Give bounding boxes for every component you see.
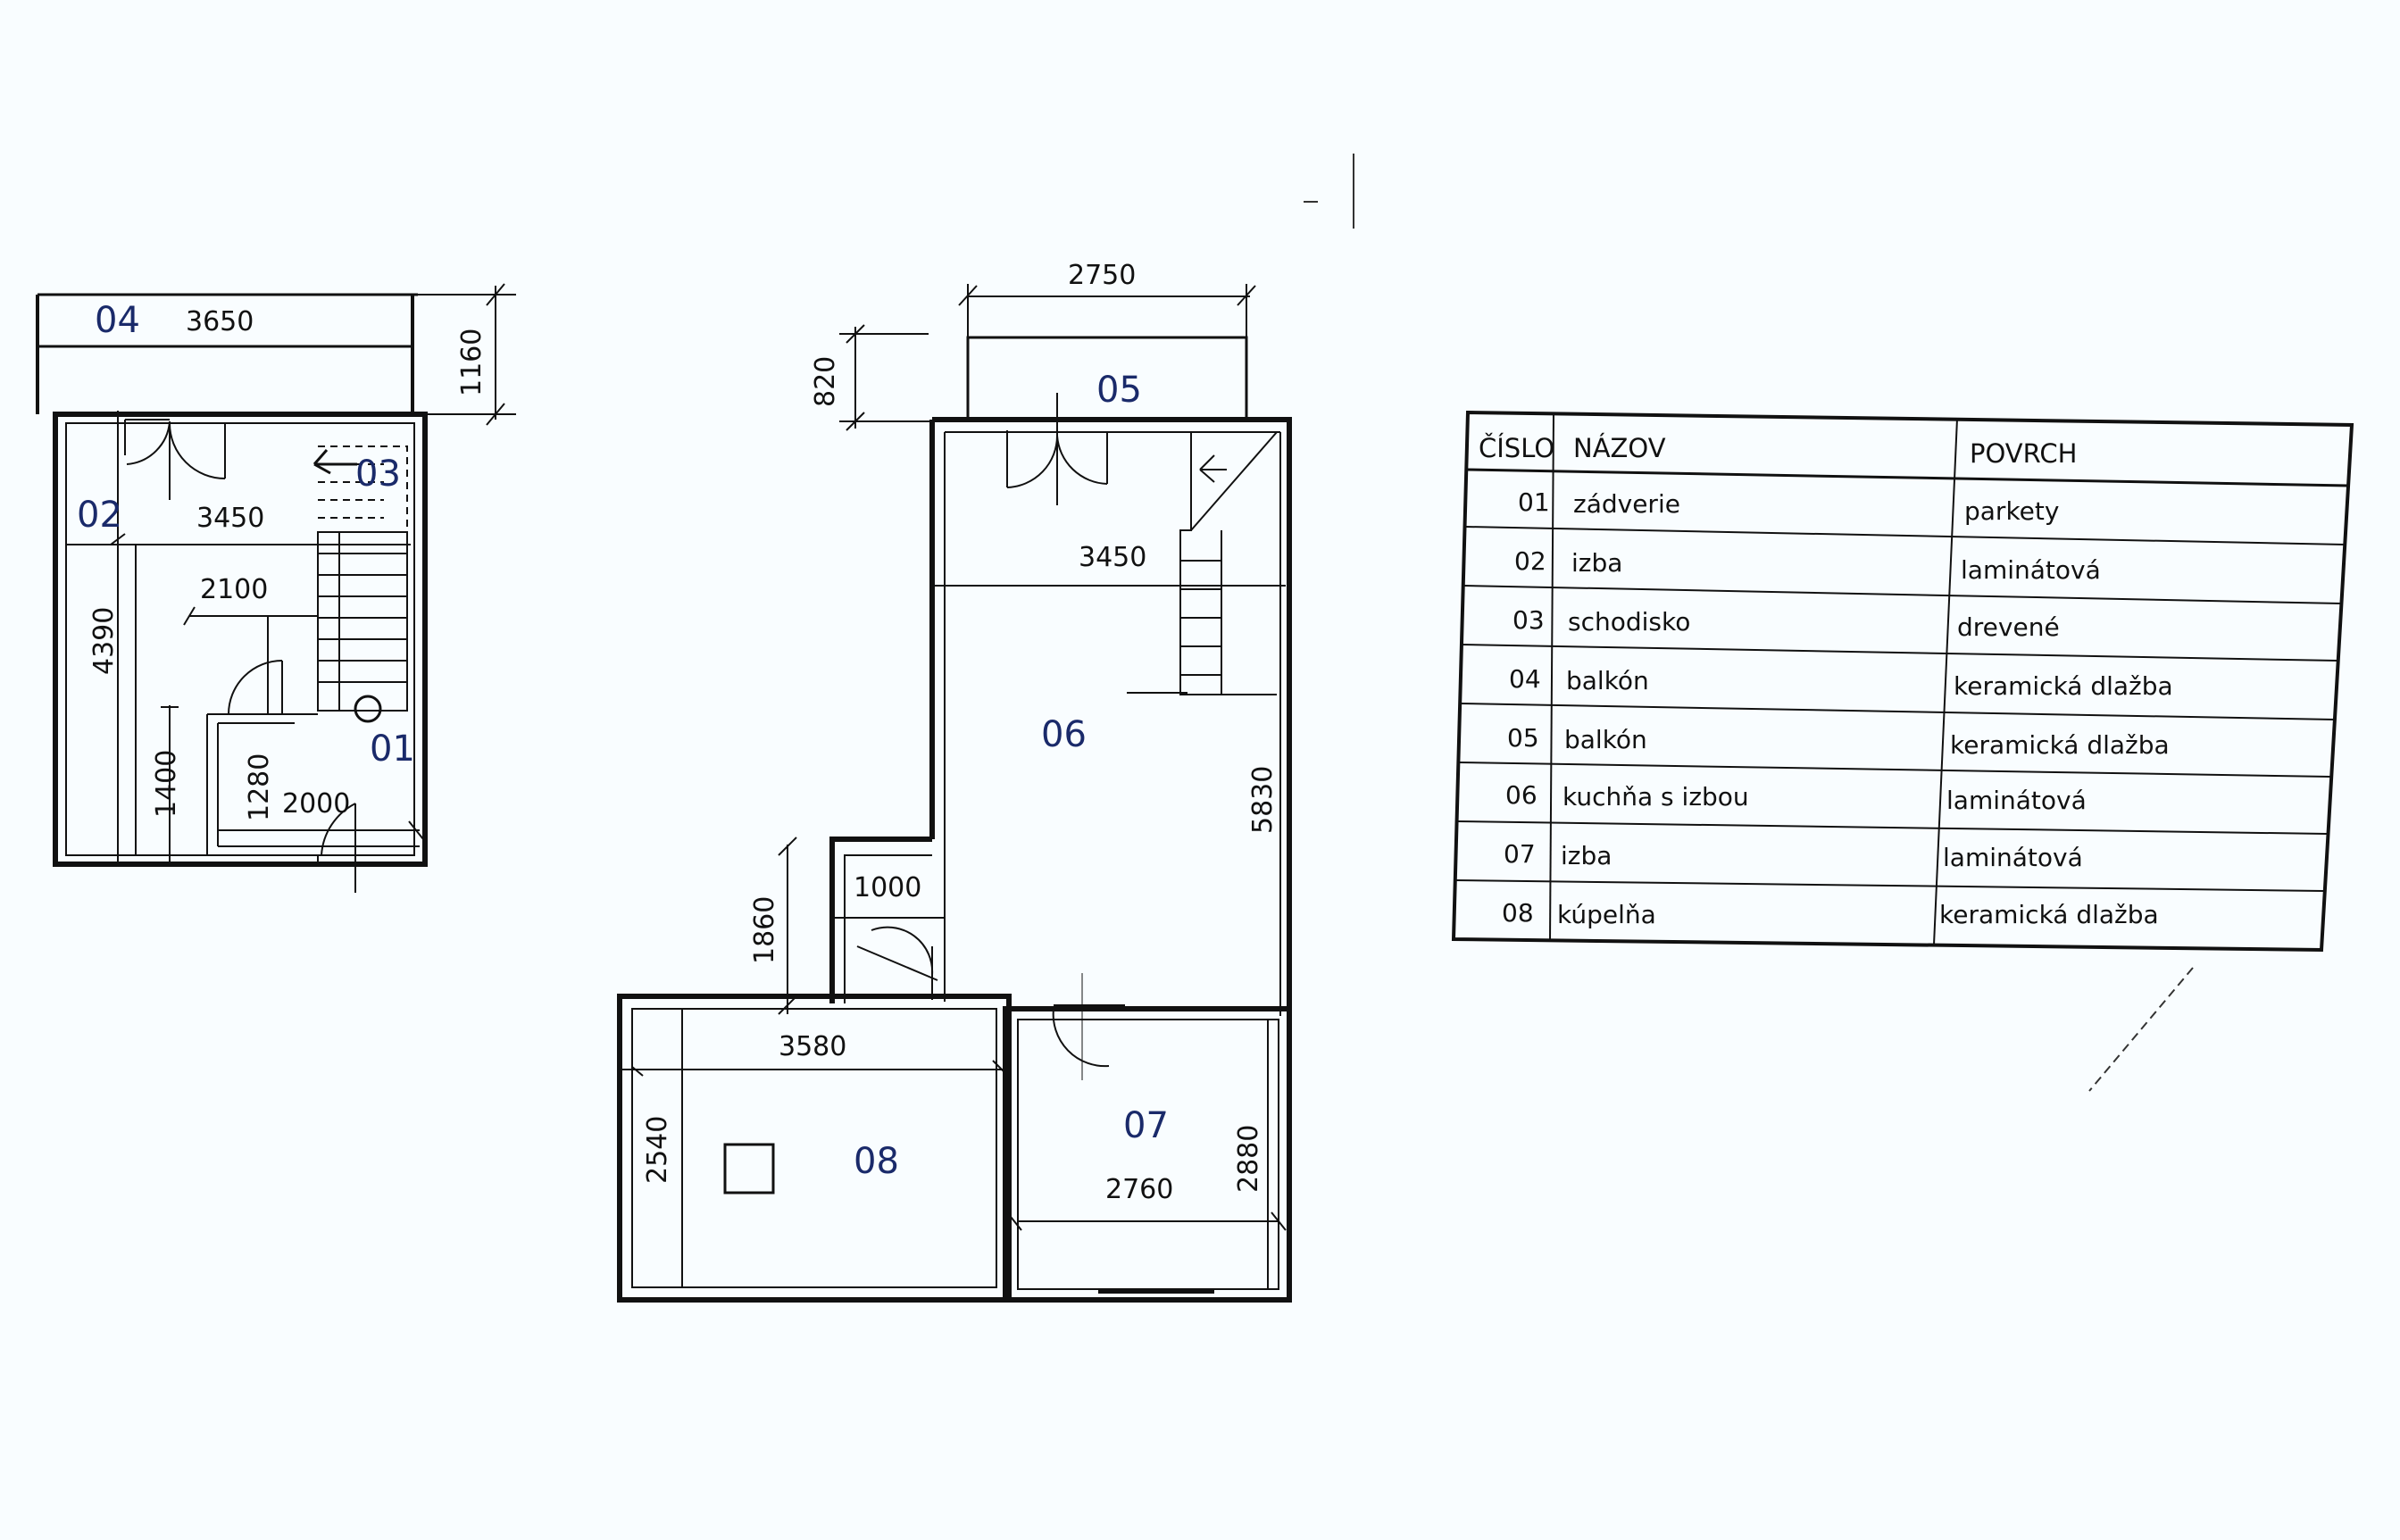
legend-surface: keramická dlažba (1954, 671, 2173, 701)
dim-room02-depth: 4390 (88, 607, 120, 675)
legend-name: balkón (1566, 666, 1649, 695)
left-plan (36, 283, 516, 893)
legend-name: izba (1561, 841, 1612, 870)
legend-number: 08 (1502, 898, 1534, 928)
stairs-middle (1127, 431, 1278, 695)
legend-header-number: ČÍSLO (1479, 433, 1554, 463)
dim-balcony05-depth: 820 (810, 356, 841, 407)
room-number-01: 01 (370, 728, 415, 770)
dim-room07-depth: 2880 (1233, 1125, 1264, 1193)
legend-surface: drevené (1957, 612, 2060, 642)
legend-row: 02 izba laminátová (1514, 546, 2101, 585)
legend-surface: laminátová (1961, 555, 2101, 585)
dim-room07-width: 2760 (1105, 1174, 1173, 1205)
door-room-06 (1006, 393, 1108, 505)
legend-number: 04 (1509, 664, 1541, 694)
room-number-08: 08 (854, 1141, 899, 1182)
middle-plan (617, 284, 1292, 1303)
balcony-04 (36, 293, 418, 414)
legend-number: 07 (1504, 839, 1536, 869)
legend-surface: parkety (1964, 496, 2059, 526)
dim-balcony04-width: 3650 (186, 306, 254, 337)
legend-number: 05 (1507, 723, 1539, 753)
dimension-1860 (778, 837, 797, 1015)
legend-number: 02 (1514, 546, 1546, 576)
legend-row: 05 balkón keramická dlažba (1507, 723, 2170, 760)
dim-balcony04-depth: 1160 (456, 329, 488, 396)
pen-marks (1304, 154, 2194, 1092)
legend-number: 01 (1518, 487, 1550, 517)
legend-name: kúpelňa (1557, 900, 1656, 929)
room-number-07: 07 (1123, 1105, 1169, 1146)
legend-header-surface: POVRCH (1970, 438, 2077, 469)
legend-header-name: NÁZOV (1573, 433, 1666, 463)
legend-name: zádverie (1573, 489, 1680, 519)
room-08-walls (617, 994, 1012, 1303)
dim-room08-width: 3580 (779, 1031, 846, 1062)
dim-room02-width: 3450 (196, 503, 264, 534)
legend-row: 03 schodisko drevené (1512, 605, 2060, 642)
hall-partitions (161, 606, 424, 864)
dim-hall-width: 2100 (200, 574, 268, 605)
room-number-05: 05 (1096, 370, 1142, 411)
dimension-2750 (958, 284, 1256, 337)
dim-entry-width: 2000 (282, 788, 350, 820)
room-number-03: 03 (355, 454, 401, 495)
dim-room06-width: 3450 (1079, 542, 1146, 573)
legend-row: 07 izba laminátová (1504, 839, 2083, 872)
legend-row: 01 zádverie parkety (1518, 487, 2059, 526)
room-06-walls (929, 417, 1292, 1016)
room-number-06: 06 (1041, 714, 1087, 755)
dim-passage-depth: 1860 (749, 896, 780, 964)
dimension-1160 (412, 283, 516, 426)
dim-balcony05-width: 2750 (1068, 260, 1136, 291)
room-number-04: 04 (95, 300, 140, 341)
legend-number: 03 (1512, 605, 1545, 635)
stairs-03 (312, 445, 408, 723)
door-entry-01 (317, 803, 356, 893)
legend-row: 04 balkón keramická dlažba (1509, 664, 2173, 701)
dim-room06-depth: 5830 (1247, 766, 1279, 834)
dim-hall-depth: 1400 (151, 750, 182, 818)
legend-surface: keramická dlažba (1939, 900, 2159, 929)
dimension-820 (839, 324, 968, 431)
passage (829, 837, 945, 1003)
door-room-02 (124, 419, 226, 500)
legend-name: kuchňa s izbou (1562, 782, 1749, 812)
room-number-02: 02 (77, 495, 122, 536)
legend-row: 06 kuchňa s izbou laminátová (1505, 780, 2087, 815)
legend-name: izba (1571, 548, 1622, 578)
dim-room08-depth: 2540 (642, 1116, 673, 1184)
legend-surface: keramická dlažba (1950, 730, 2170, 760)
legend-table: ČÍSLO NÁZOV POVRCH 01 zádverie parkety 0… (1451, 410, 2354, 953)
dim-passage-width: 1000 (854, 872, 921, 903)
dim-entry-depth: 1280 (244, 753, 275, 821)
legend-surface: laminátová (1946, 786, 2087, 815)
legend-number: 06 (1505, 780, 1538, 810)
legend-name: balkón (1564, 725, 1647, 754)
legend-name: schodisko (1568, 607, 1690, 637)
legend-row: 08 kúpelňa keramická dlažba (1502, 898, 2159, 929)
legend-surface: laminátová (1943, 843, 2083, 872)
room-07-walls (1003, 973, 1292, 1303)
